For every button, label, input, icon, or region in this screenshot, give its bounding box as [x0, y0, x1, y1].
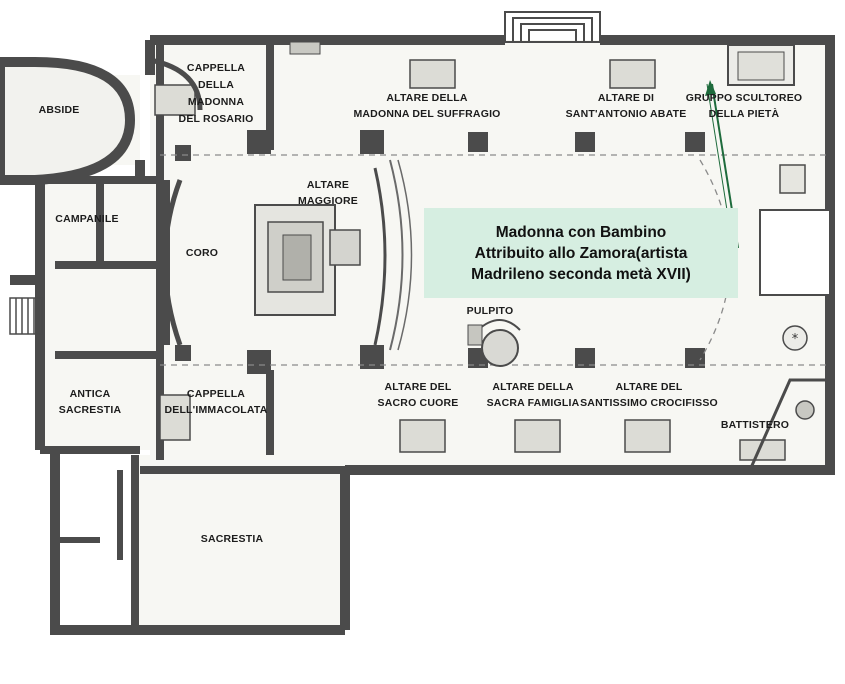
sacristy-details: [55, 470, 123, 560]
room-labels: ABSIDE CAMPANILE CORO ANTICA SACRESTIA S…: [39, 62, 803, 545]
rosario-chapel-altar: [149, 57, 203, 116]
label-suffragio-1: ALTARE DELLA: [386, 92, 468, 104]
artwork-callout: Madonna con Bambino Attribuito allo Zamo…: [424, 208, 738, 298]
right-entrance: [759, 164, 831, 296]
label-campanile: CAMPANILE: [55, 213, 118, 225]
label-coro: CORO: [186, 247, 218, 259]
label-abside: ABSIDE: [39, 104, 80, 116]
label-maggiore-1: ALTARE: [307, 179, 349, 191]
label-suffragio-2: MADONNA DEL SUFFRAGIO: [353, 108, 500, 120]
label-immacolata-1: CAPPELLA: [187, 388, 245, 400]
callout-line-3: Madrileno seconda metà XVII): [471, 265, 691, 283]
label-antica-sacrestia-2: SACRESTIA: [59, 404, 122, 416]
pulpit: [467, 319, 521, 367]
callout-line-1: Madonna con Bambino: [495, 223, 667, 241]
bottom-side-altars: [399, 419, 786, 461]
label-sacra-famiglia-1: ALTARE DELLA: [492, 381, 574, 393]
label-antonio-2: SANT'ANTONIO ABATE: [566, 108, 687, 120]
top-entrance-steps: [504, 11, 601, 43]
label-antica-sacrestia-1: ANTICA: [70, 388, 111, 400]
top-side-altars: [289, 41, 795, 89]
label-sacro-cuore-1: ALTARE DEL: [385, 381, 452, 393]
main-altar: [254, 159, 413, 351]
label-pulpito: PULPITO: [467, 305, 514, 317]
label-rosario-4: DEL ROSARIO: [179, 113, 254, 125]
apse-structure: [0, 57, 136, 185]
label-immacolata-2: DELL'IMMACOLATA: [164, 404, 267, 416]
baptistery: *: [747, 325, 832, 472]
label-sacrestia: SACRESTIA: [201, 533, 264, 545]
label-sacra-famiglia-2: SACRA FAMIGLIA: [487, 397, 580, 409]
label-maggiore-2: MAGGIORE: [298, 195, 358, 207]
outer-walls: [10, 35, 835, 635]
label-rosario-1: CAPPELLA: [187, 62, 245, 74]
callout-line-2: Attribuito allo Zamora(artista: [474, 244, 688, 262]
label-antonio-1: ALTARE DI: [598, 92, 654, 104]
left-steps: [9, 297, 43, 335]
immacolata-chapel-altar: [159, 394, 191, 441]
choir: [160, 179, 183, 346]
label-rosario-2: DELLA: [198, 79, 234, 91]
floor-areas: [30, 40, 830, 630]
label-pieta-2: DELLA PIETÀ: [709, 107, 780, 120]
label-rosario-3: MADONNA: [188, 96, 244, 108]
label-sacro-cuore-2: SACRO CUORE: [378, 397, 459, 409]
svg-text:*: *: [792, 332, 799, 347]
label-pieta-1: GRUPPO SCULTOREO: [686, 92, 803, 104]
label-crocifisso-2: SANTISSIMO CROCIFISSO: [580, 397, 718, 409]
label-battistero: BATTISTERO: [721, 419, 789, 431]
pillars: [175, 130, 705, 374]
label-crocifisso-1: ALTARE DEL: [616, 381, 683, 393]
